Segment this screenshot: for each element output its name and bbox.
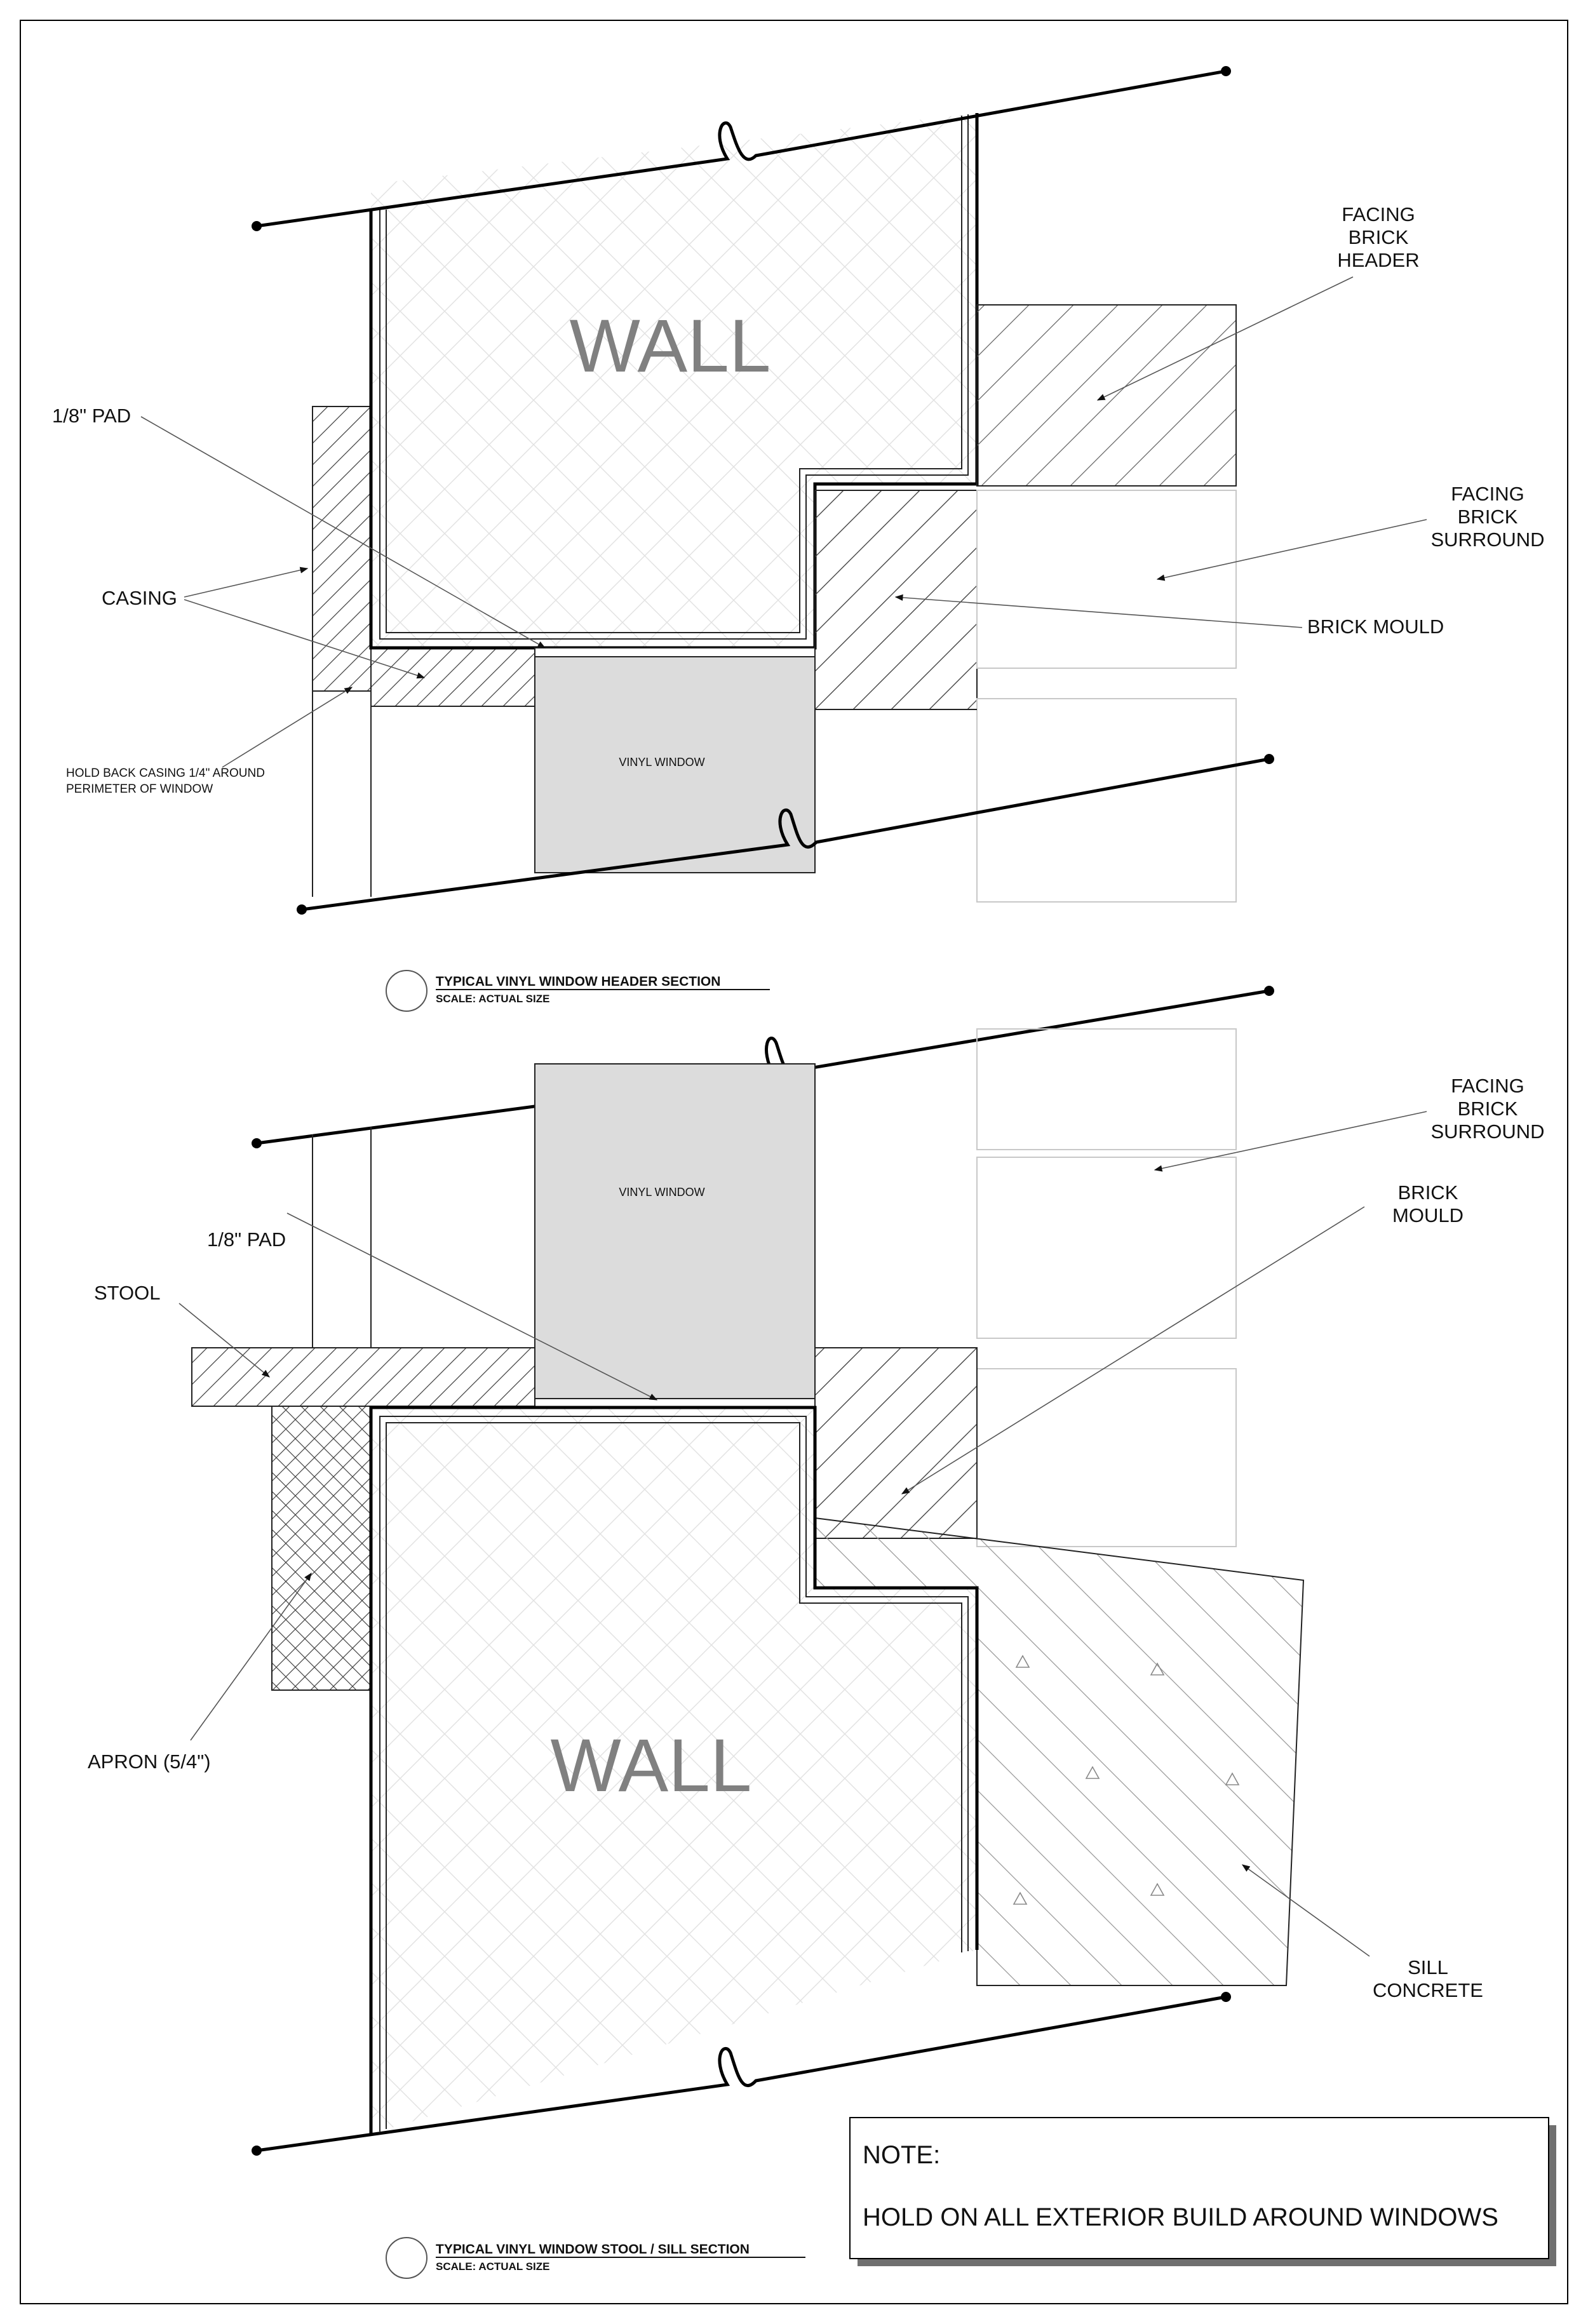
facing-brick-surround-label-2: BRICK bbox=[1458, 506, 1518, 528]
casing-vertical bbox=[312, 406, 372, 692]
vinyl-window-label-bottom: VINYL WINDOW bbox=[619, 1186, 704, 1199]
wall-label-bottom: WALL bbox=[551, 1724, 752, 1808]
sill-concrete-label-1: SILL bbox=[1408, 1956, 1448, 1978]
facing-brick-surround-label-3: SURROUND bbox=[1430, 528, 1544, 551]
sheet-border bbox=[20, 20, 1568, 2304]
sill-facing-brick-surround-label-2: BRICK bbox=[1458, 1098, 1518, 1120]
brick-mould-label: BRICK MOULD bbox=[1307, 615, 1444, 638]
note-heading: NOTE: bbox=[863, 2141, 940, 2169]
casing-label: CASING bbox=[102, 587, 177, 609]
wall-body-top bbox=[371, 113, 977, 648]
wall-label-top: WALL bbox=[570, 304, 771, 388]
surround-brick-3 bbox=[976, 1368, 1237, 1547]
facing-brick-surround-label-1: FACING bbox=[1451, 483, 1524, 505]
sill-section-title: TYPICAL VINYL WINDOW STOOL / SILL SECTIO… bbox=[436, 2242, 750, 2257]
brick-mould-header bbox=[814, 490, 978, 710]
sill-facing-brick-surround-label-1: FACING bbox=[1451, 1075, 1524, 1097]
facing-brick-header-label-2: BRICK bbox=[1349, 226, 1409, 248]
stool bbox=[191, 1347, 535, 1407]
apron bbox=[271, 1406, 372, 1691]
note-box: NOTE: HOLD ON ALL EXTERIOR BUILD AROUND … bbox=[849, 2117, 1556, 2266]
brick-mould-sill bbox=[814, 1347, 978, 1539]
pad-label-top: 1/8" PAD bbox=[52, 405, 131, 427]
surround-brick-1 bbox=[976, 1028, 1237, 1150]
hold-back-label-2: PERIMETER OF WINDOW bbox=[66, 783, 213, 796]
hold-back-label-1: HOLD BACK CASING 1/4" AROUND bbox=[66, 767, 265, 780]
apron-label: APRON (5/4") bbox=[88, 1750, 211, 1773]
pad-header bbox=[534, 647, 816, 657]
sill-brick-mould-label-2: MOULD bbox=[1392, 1204, 1464, 1226]
sill-section-scale: SCALE: ACTUAL SIZE bbox=[436, 2260, 549, 2273]
note-text: HOLD ON ALL EXTERIOR BUILD AROUND WINDOW… bbox=[863, 2203, 1498, 2231]
pad-label-bottom: 1/8" PAD bbox=[207, 1228, 286, 1251]
detail-marker-bottom bbox=[386, 2237, 427, 2279]
sill-section: VINYL WINDOW WALL bbox=[88, 986, 1545, 2279]
vinyl-window-sill bbox=[534, 1063, 816, 1399]
vinyl-window-header bbox=[534, 656, 816, 873]
header-section-scale: SCALE: ACTUAL SIZE bbox=[436, 993, 549, 1005]
header-section-title: TYPICAL VINYL WINDOW HEADER SECTION bbox=[436, 974, 720, 989]
stool-label: STOOL bbox=[94, 1282, 161, 1304]
facing-brick-header-label-1: FACING bbox=[1342, 203, 1415, 225]
surround-brick-2 bbox=[976, 1157, 1237, 1339]
header-section: WALL VINYL WINDOW FACING BRICK HEADER FA… bbox=[52, 66, 1545, 1012]
sill-concrete-label-2: CONCRETE bbox=[1373, 1979, 1483, 2001]
detail-marker-top bbox=[386, 970, 427, 1012]
vinyl-window-label-top: VINYL WINDOW bbox=[619, 756, 704, 769]
sill-facing-brick-surround-label-3: SURROUND bbox=[1430, 1120, 1544, 1143]
facing-brick-header-label-3: HEADER bbox=[1337, 249, 1419, 271]
sill-brick-mould-label-1: BRICK bbox=[1398, 1181, 1458, 1204]
facing-brick-surround-2 bbox=[976, 698, 1237, 903]
casing-horizontal bbox=[370, 647, 535, 707]
facing-brick-surround-1 bbox=[976, 490, 1237, 669]
